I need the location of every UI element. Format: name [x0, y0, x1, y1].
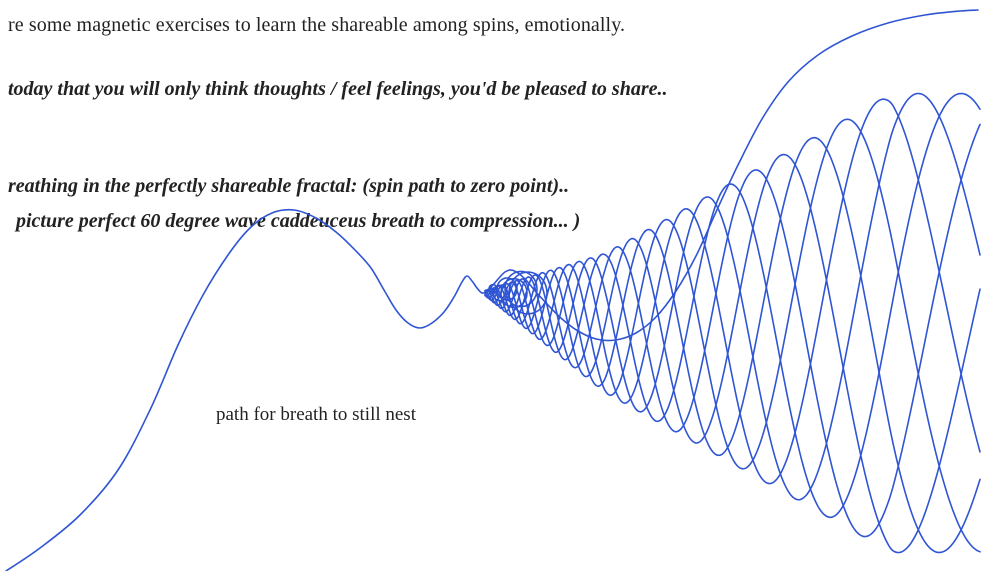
expanding-wave-path	[484, 136, 981, 554]
expanding-wave-path	[484, 98, 981, 485]
wave-description-text-line: picture perfect 60 degree wave caddeuceu…	[16, 210, 581, 232]
expanding-wave-path	[484, 92, 981, 501]
focus-loop-path	[500, 277, 528, 309]
path-caption: path for breath to still nest	[216, 404, 416, 425]
focus-loop-path	[508, 271, 548, 315]
main-wave-path	[5, 9, 979, 571]
intention-text-line: today that you will only think thoughts …	[8, 78, 668, 100]
expanding-wave-path	[484, 123, 981, 538]
breathing-text-line: reathing in the perfectly shareable frac…	[8, 175, 570, 197]
expanding-wave-path	[484, 92, 981, 519]
focus-loop-path	[488, 283, 498, 295]
focus-loop-path	[504, 270, 538, 308]
intro-text-line: re some magnetic exercises to learn the …	[8, 14, 626, 36]
wave-curve-group	[5, 9, 981, 571]
expanding-wave-path	[484, 153, 981, 554]
expanding-wave-path	[484, 118, 981, 553]
